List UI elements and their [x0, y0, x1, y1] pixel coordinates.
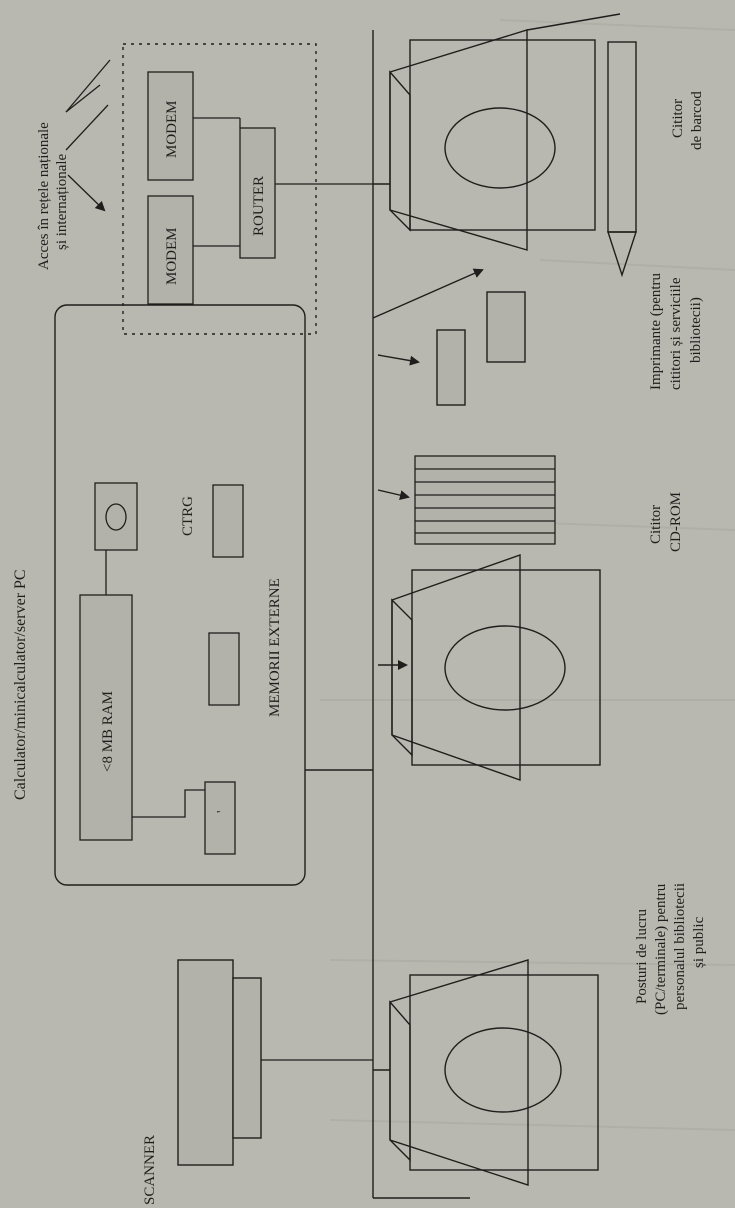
network-bus: [305, 30, 470, 1198]
ext-memory-box-1: [213, 485, 243, 557]
workstations-label-line3: personalul bibliotecii: [672, 883, 688, 1010]
ctrg-label: CTRG: [180, 496, 196, 536]
barcode-reader-icon: [527, 14, 636, 275]
ctrg-box: [95, 483, 137, 550]
printers-label-line3: bibliotecii): [688, 297, 704, 363]
workstation-middle-icon: [378, 555, 600, 780]
barcode-label-line2: de barcod: [689, 91, 705, 150]
scanner-label: SCANNER: [142, 1135, 158, 1205]
access-label-line2: și internaționale: [54, 153, 70, 250]
cdrom-label-line1: Cititor: [648, 505, 664, 544]
access-label-line1: Acces în rețele naționale: [36, 122, 52, 270]
workstations-label-line2: (PC/terminale) pentru: [653, 883, 669, 1015]
workstation-top-icon: [373, 30, 595, 250]
access-arrows: [66, 60, 110, 210]
barcode-label-line1: Cititor: [670, 99, 686, 138]
router-connections: [193, 118, 373, 246]
printers-label-line2: cititori și serviciile: [668, 277, 684, 390]
cdrom-label-line2: CD-ROM: [668, 492, 684, 552]
printer-icons: [373, 270, 525, 405]
router-label: ROUTER: [251, 176, 267, 236]
server-title: Calculator/minicalculator/server PC: [12, 569, 29, 800]
workstations-label-line1: Posturi de lucru: [634, 909, 650, 1004]
ext-memory-box-2: [209, 633, 239, 705]
workstation-bottom-icon: [373, 960, 598, 1185]
modem-bottom-label: MODEM: [164, 227, 180, 285]
ext-memory-box-3: [205, 782, 235, 854]
ram-memory-link: [132, 790, 205, 817]
modem-top-label: MODEM: [164, 100, 180, 158]
ext-memory-label: MEMORII EXTERNE: [267, 578, 283, 717]
cdrom-reader-icon: [378, 456, 555, 544]
printers-label-line1: Imprimante (pentru: [648, 272, 664, 390]
workstations-label-line4: și public: [691, 916, 707, 968]
scanner-icon: [178, 960, 261, 1165]
ram-label: <8 MB RAM: [100, 691, 116, 772]
ext-memory-disk-mark: ': [215, 810, 230, 813]
